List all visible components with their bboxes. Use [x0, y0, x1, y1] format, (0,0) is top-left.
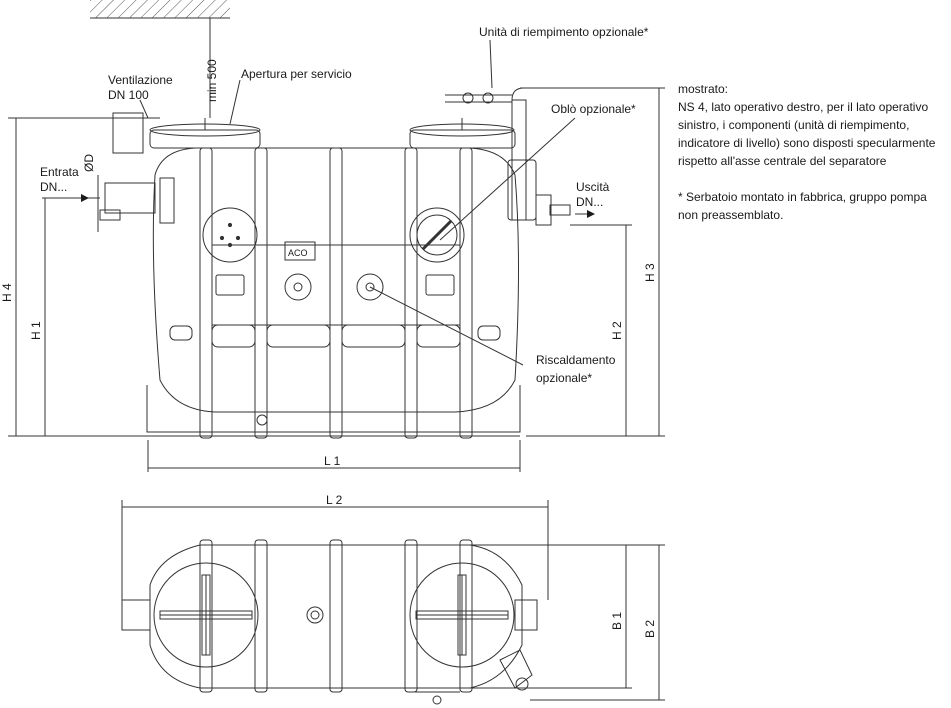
min500-label: min 500	[205, 59, 219, 102]
inlet-label-line1: Entrata	[40, 165, 79, 179]
notes-line-2: NS 4, lato operativo destro, per il lato…	[678, 100, 936, 168]
leader-lines	[139, 39, 576, 366]
side-view	[99, 87, 571, 439]
heating-label-line1: Riscaldamento	[536, 353, 616, 367]
inlet-label-line2: DN...	[40, 180, 67, 194]
dim-h3: H 3	[643, 263, 657, 282]
dim-h4: H 4	[0, 283, 14, 302]
dim-b2: B 2	[643, 620, 657, 638]
fill-unit-label: Unità di riempimento opzionale*	[479, 25, 649, 39]
dim-b1: B 1	[610, 612, 624, 630]
outlet-label-line1: Uscità	[576, 180, 610, 194]
vent-label-line2: DN 100	[108, 88, 149, 102]
dim-h1: H 1	[29, 321, 43, 340]
top-dimensions	[121, 500, 665, 701]
vent-label-line1: Ventilazione	[108, 73, 173, 87]
dim-h2: H 2	[610, 321, 624, 340]
outlet-label-line2: DN...	[576, 195, 603, 209]
notes-panel: mostrato: NS 4, lato operativo destro, p…	[678, 80, 948, 224]
notes-line-3: * Serbatoio montato in fabbrica, gruppo …	[678, 190, 927, 222]
side-dimensions	[8, 18, 665, 472]
notes-line-1: mostrato:	[678, 82, 729, 96]
dim-l1: L 1	[324, 454, 341, 468]
diameter-label: ØD	[82, 154, 96, 172]
dim-l2: L 2	[326, 493, 343, 507]
ceiling-hatch	[90, 0, 230, 19]
top-view	[121, 539, 538, 705]
service-opening-label: Apertura per servicio	[241, 67, 352, 81]
brand-logo: ACO	[288, 248, 308, 258]
porthole-label: Oblò opzionale*	[551, 102, 636, 116]
heating-label-line2: opzionale*	[536, 371, 592, 385]
